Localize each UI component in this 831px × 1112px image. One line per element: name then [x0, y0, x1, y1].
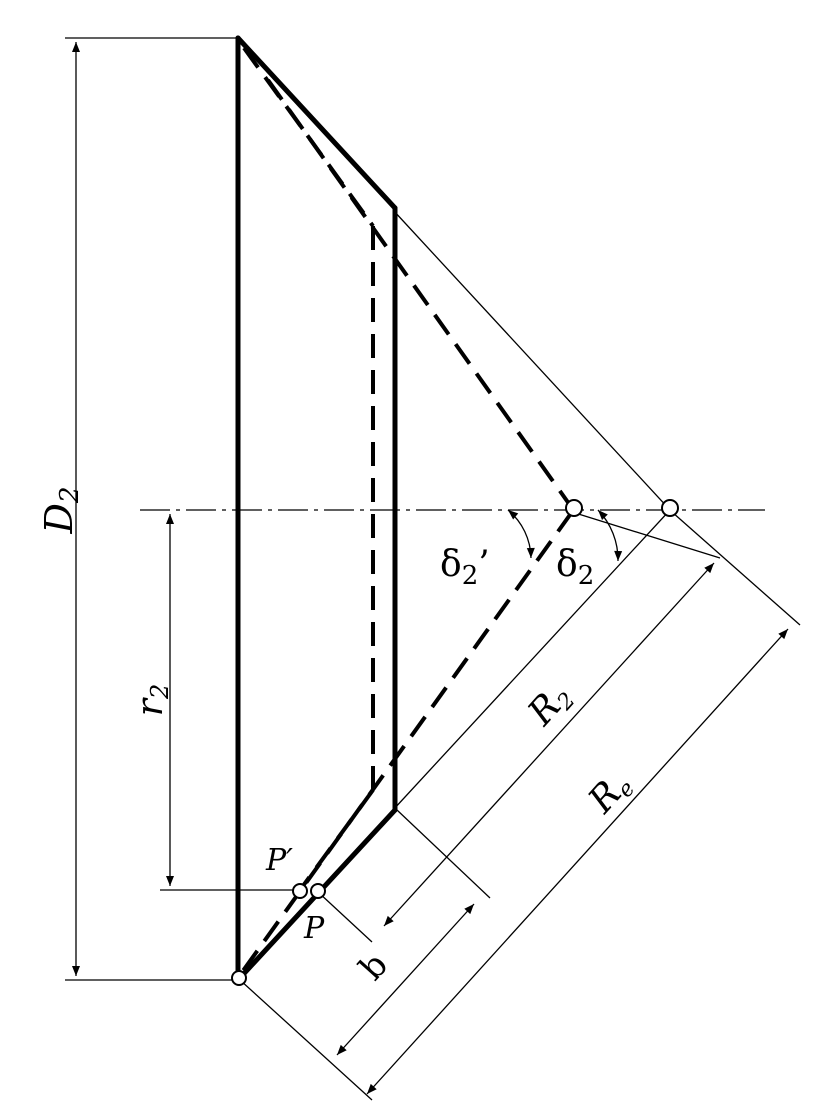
label-Re: Re: [580, 764, 640, 824]
reference-points: [231, 499, 679, 986]
point-P-prime: [292, 883, 308, 899]
r2-dimension: [160, 514, 300, 891]
point-outer-apex: [661, 499, 679, 517]
D2-dimension: [65, 37, 238, 981]
delta2-angle-arc: [597, 509, 623, 562]
label-r2: r2: [130, 684, 174, 717]
cone-distance-extension-lines: [239, 511, 801, 1101]
Re-dimension-line: [366, 628, 789, 1095]
label-P: P: [303, 911, 325, 946]
label-D2: D2: [37, 486, 85, 534]
label-delta2: δ2: [556, 544, 594, 591]
point-inner-apex: [565, 499, 583, 517]
label-b: b: [352, 945, 396, 988]
R2-dimension-line: [383, 562, 715, 927]
label-P-prime: P′: [265, 843, 293, 878]
label-R2: R2: [520, 675, 581, 736]
gear-outline-solid: [235, 35, 398, 983]
point-P: [310, 883, 326, 899]
label-delta2-prime: δ2’: [440, 544, 490, 591]
gear-outline-dashed: [238, 46, 574, 977]
b-dimension-line: [336, 903, 475, 1056]
delta2-prime-angle-arc: [507, 509, 535, 559]
point-bottom: [231, 970, 247, 986]
